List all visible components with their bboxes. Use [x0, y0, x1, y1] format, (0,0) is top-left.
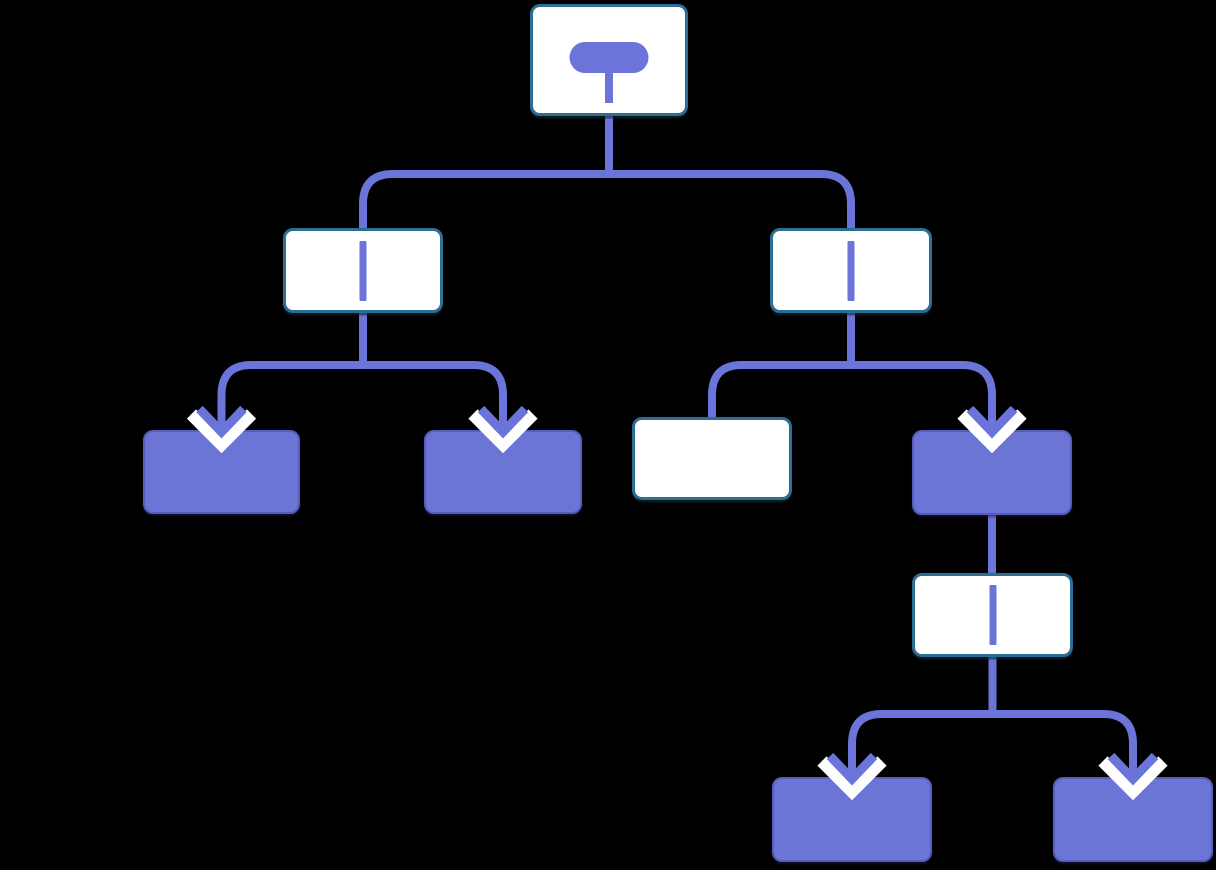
node-branch-right[interactable]	[770, 228, 932, 313]
node-leaf-4[interactable]	[1053, 777, 1213, 862]
node-root[interactable]	[530, 4, 688, 116]
edge-root-bL	[359, 114, 613, 232]
divider-bar-icon	[847, 240, 855, 301]
node-empty-white[interactable]	[632, 417, 792, 500]
node-leaf-3[interactable]	[772, 777, 932, 862]
edge-bL-leaf2	[359, 311, 507, 434]
node-branch-left[interactable]	[283, 228, 443, 313]
edge-bR-empty1	[708, 311, 855, 421]
divider-bar-icon	[989, 585, 996, 645]
edge-bR-mid1	[847, 311, 996, 434]
node-leaf-2[interactable]	[424, 430, 582, 514]
node-mid-purple[interactable]	[912, 430, 1072, 515]
edge-bB-leaf4	[988, 655, 1137, 781]
divider-bar-icon	[359, 240, 367, 301]
node-branch-bottom[interactable]	[912, 573, 1073, 657]
root-pill-icon	[569, 42, 649, 73]
edge-bB-leaf3	[848, 655, 997, 781]
edge-bL-leaf1	[217, 311, 367, 434]
node-leaf-1[interactable]	[143, 430, 300, 514]
edge-root-bR	[605, 114, 855, 232]
root-pill-stem-icon	[605, 71, 613, 103]
